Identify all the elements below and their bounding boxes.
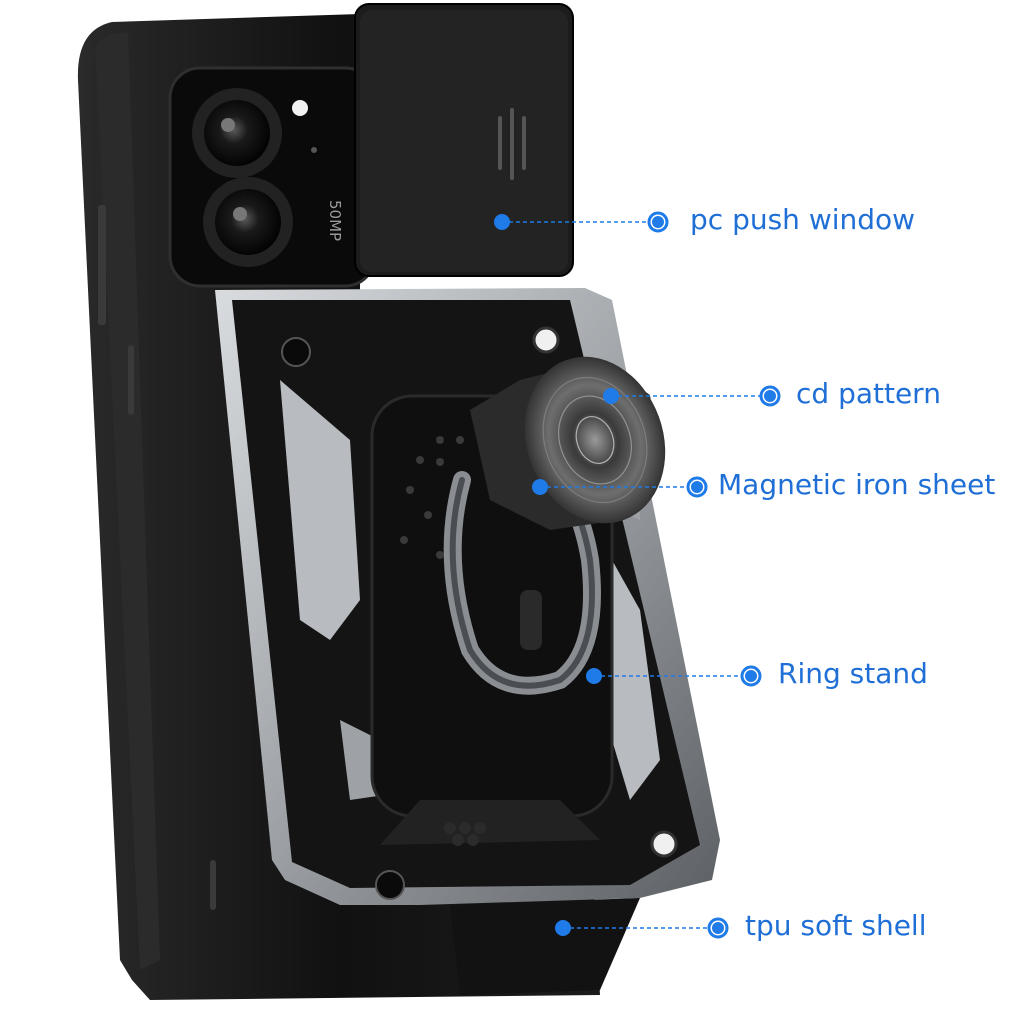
callout-dot: [712, 922, 724, 934]
callout-dots: [494, 211, 781, 939]
callout-dot: [603, 388, 619, 404]
callout-dot: [745, 670, 757, 682]
flash: [292, 100, 308, 116]
callout-dot: [532, 479, 548, 495]
callout-dot: [691, 481, 703, 493]
callout-label-tpu-soft-shell: tpu soft shell: [745, 909, 927, 942]
camera-lens: [204, 100, 270, 166]
camera-text: 50MP: [326, 200, 344, 241]
pc-push-window: [354, 3, 574, 277]
tpu-soft-shell: [450, 898, 640, 995]
callout-label-cd-pattern: cd pattern: [796, 377, 941, 410]
callout-dot: [764, 390, 776, 402]
callout-dot: [494, 214, 510, 230]
callout-lines: [502, 221, 770, 929]
callout-dot: [586, 668, 602, 684]
callout-label-magnetic-iron-sheet: Magnetic iron sheet: [718, 468, 996, 501]
callout-dot: [555, 920, 571, 936]
side-button: [98, 205, 106, 325]
side-button: [128, 345, 134, 415]
camera-lens: [215, 189, 281, 255]
callout-dot: [652, 216, 664, 228]
callout-label-ring-stand: Ring stand: [778, 657, 928, 690]
side-port: [210, 860, 216, 910]
armor-plate: [215, 288, 720, 905]
camera-module: 50MP: [168, 66, 377, 288]
ring-stand: [443, 461, 601, 695]
honeycomb-texture: [444, 822, 486, 846]
callout-label-pc-push-window: pc push window: [690, 203, 916, 236]
magnetic-iron-sheet: [400, 436, 464, 559]
